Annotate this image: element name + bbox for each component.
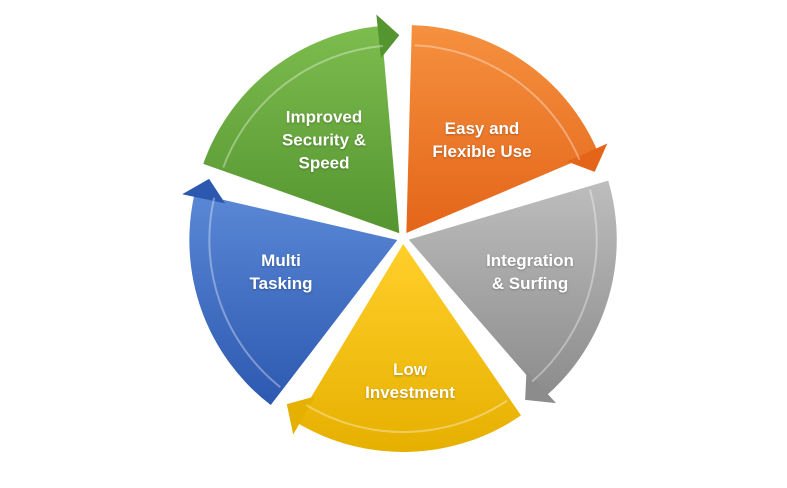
arc-highlight xyxy=(208,197,281,388)
wedge xyxy=(408,180,617,397)
wedge xyxy=(203,26,400,234)
segment-low-investment xyxy=(286,243,521,452)
arc-highlight xyxy=(414,44,581,160)
segment-label-multi-tasking: Multi Tasking xyxy=(249,251,313,293)
arrowhead-icon xyxy=(376,14,400,59)
wedge xyxy=(296,243,521,452)
segment-integration-surfing xyxy=(408,180,617,404)
wedge xyxy=(406,25,598,234)
segment-label-integration-surfing: Integration & Surfing xyxy=(486,251,574,293)
arc-highlight xyxy=(531,189,598,383)
arrowhead-icon xyxy=(286,396,316,435)
arc-highlight xyxy=(222,44,384,168)
arrowhead-icon xyxy=(182,178,226,204)
arrowhead-icon xyxy=(567,143,608,172)
arrowhead-icon xyxy=(525,370,556,404)
arc-highlight xyxy=(305,399,508,433)
segment-label-easy-flexible-use: Easy and Flexible Use xyxy=(432,119,532,161)
segment-improved-security-speed xyxy=(203,14,400,234)
segment-label-low-investment: Low Investment xyxy=(365,360,455,402)
wedge xyxy=(189,193,398,406)
segment-label-improved-security-speed: Improved Security & Speed xyxy=(281,107,367,173)
segment-easy-flexible-use xyxy=(406,25,608,234)
segment-multi-tasking xyxy=(182,178,398,406)
